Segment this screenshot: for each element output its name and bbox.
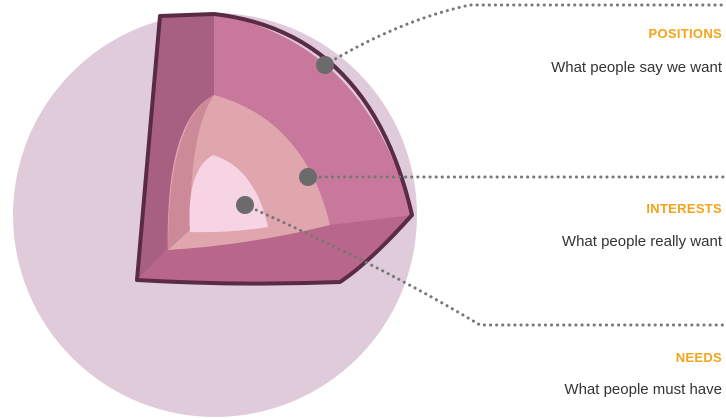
marker-needs: [236, 196, 254, 214]
needs-title: NEEDS: [676, 350, 722, 365]
marker-positions: [316, 56, 334, 74]
interests-title: INTERESTS: [646, 201, 722, 216]
positions-title: POSITIONS: [649, 26, 723, 41]
positions-description: What people say we want: [551, 59, 722, 76]
marker-interests: [299, 168, 317, 186]
needs-description: What people must have: [564, 381, 722, 398]
interests-description: What people really want: [562, 233, 722, 250]
